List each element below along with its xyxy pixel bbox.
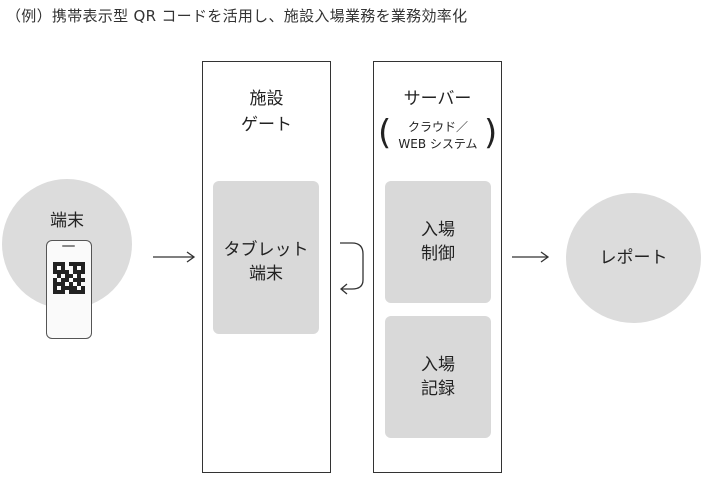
entry-control-line2: 制御 bbox=[421, 244, 455, 264]
arrow-exchange-icon bbox=[339, 242, 364, 295]
right-paren-icon: ) bbox=[484, 113, 498, 153]
left-paren-icon: ( bbox=[378, 113, 392, 153]
entry-record-line2: 記録 bbox=[421, 379, 455, 399]
smartphone-speaker bbox=[62, 245, 75, 247]
server-sub-line1: クラウド／ bbox=[407, 120, 468, 134]
tablet-label-line1: タブレット bbox=[223, 240, 309, 260]
tablet-label-line2: 端末 bbox=[249, 264, 283, 284]
arrow-terminal-to-tablet-icon bbox=[153, 251, 196, 263]
diagram-title: （例）携帯表示型 QR コードを活用し、施設入場業務を業務効率化 bbox=[6, 7, 468, 25]
terminal-label: 端末 bbox=[50, 211, 84, 231]
gate-label-line1: 施設 bbox=[249, 89, 284, 109]
entry-control-box bbox=[385, 181, 491, 303]
report-node bbox=[566, 193, 701, 323]
entry-record-line1: 入場 bbox=[421, 355, 455, 375]
server-sub-line2: WEB システム bbox=[398, 137, 478, 151]
server-title: サーバー bbox=[403, 89, 472, 109]
smartphone-icon bbox=[46, 240, 92, 339]
arrow-server-to-report-icon bbox=[512, 251, 550, 263]
qr-code-icon bbox=[53, 262, 85, 294]
tablet-box bbox=[213, 181, 319, 334]
report-label: レポート bbox=[599, 248, 668, 268]
entry-record-box bbox=[385, 316, 491, 438]
gate-label-line2: ゲート bbox=[241, 115, 292, 135]
entry-control-line1: 入場 bbox=[421, 220, 455, 240]
